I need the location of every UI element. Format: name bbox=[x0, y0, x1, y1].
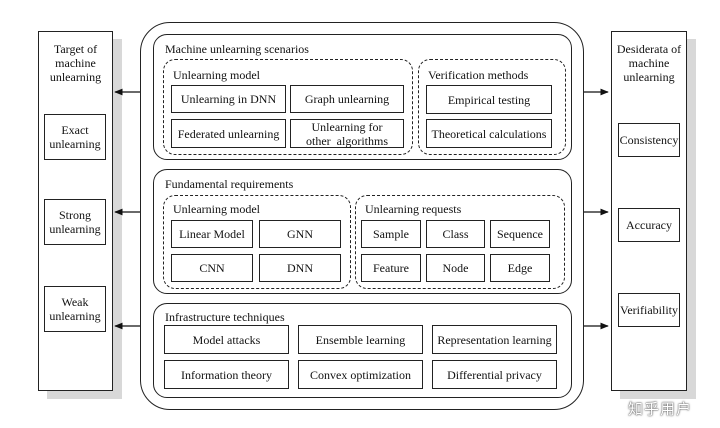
technique-convex-optimization: Convex optimization bbox=[298, 360, 423, 389]
requirements-model-title: Unlearning model bbox=[173, 202, 260, 216]
cell-text: other algorithms bbox=[306, 133, 388, 148]
target-label-line: Exact bbox=[61, 123, 89, 137]
cell-text: GNN bbox=[287, 227, 313, 241]
target-label-line: unlearning bbox=[49, 222, 101, 236]
cell-text: Ensemble learning bbox=[315, 332, 406, 347]
cell-text: Convex optimization bbox=[310, 367, 411, 382]
target-label-line: unlearning bbox=[49, 309, 101, 323]
verification-theoretical: Theoretical calculations bbox=[426, 119, 552, 148]
model-gnn: GNN bbox=[259, 220, 341, 248]
model-dnn: DNN bbox=[259, 254, 341, 282]
verification-title: Verification methods bbox=[428, 68, 529, 82]
cell-text: Empirical testing bbox=[447, 92, 531, 107]
technique-representation-learning: Representation learning bbox=[432, 325, 557, 354]
cell-text: Edge bbox=[507, 261, 533, 275]
desiderata-verifiability: Verifiability bbox=[618, 293, 680, 327]
watermark-text: 知乎用户 bbox=[628, 400, 693, 418]
request-class: Class bbox=[426, 220, 485, 248]
cell-text: DNN bbox=[287, 261, 313, 275]
cell-text: Differential privacy bbox=[447, 367, 542, 382]
requests-title: Unlearning requests bbox=[365, 202, 462, 216]
cell-text: Unlearning in DNN bbox=[180, 92, 277, 106]
cell-text: Linear Model bbox=[179, 227, 245, 241]
request-sequence: Sequence bbox=[490, 220, 550, 248]
model-cnn: CNN bbox=[171, 254, 253, 282]
target-title-line: machine bbox=[55, 56, 96, 70]
desiderata-label: Accuracy bbox=[626, 218, 672, 232]
desiderata-title-line: unlearning bbox=[623, 70, 675, 84]
model-linear: Linear Model bbox=[171, 220, 253, 248]
request-node: Node bbox=[426, 254, 485, 282]
technique-model-attacks: Model attacks bbox=[164, 325, 289, 354]
target-title-line: unlearning bbox=[49, 70, 102, 84]
scenario-graph: Graph unlearning bbox=[290, 85, 404, 113]
desiderata-label: Verifiability bbox=[620, 303, 678, 317]
cell-text: CNN bbox=[199, 261, 225, 275]
desiderata-accuracy: Accuracy bbox=[618, 208, 680, 242]
request-edge: Edge bbox=[490, 254, 550, 282]
scenarios-model-title: Unlearning model bbox=[173, 68, 260, 82]
scenario-dnn: Unlearning in DNN bbox=[171, 85, 286, 113]
target-weak-unlearning: Weak unlearning bbox=[44, 286, 106, 332]
target-label-line: unlearning bbox=[49, 137, 101, 151]
cell-text: Sample bbox=[373, 227, 409, 241]
target-label-line: Strong bbox=[58, 208, 91, 222]
cell-text: Node bbox=[442, 261, 469, 275]
cell-text: Feature bbox=[373, 261, 409, 275]
cell-text: Class bbox=[442, 227, 469, 241]
watermark: 知乎用户 bbox=[628, 398, 692, 419]
desiderata-label: Consistency bbox=[619, 133, 679, 147]
cell-text: Theoretical calculations bbox=[431, 126, 547, 141]
desiderata-title-line: Desiderata of bbox=[616, 42, 682, 56]
request-feature: Feature bbox=[361, 254, 421, 282]
verification-empirical: Empirical testing bbox=[426, 85, 552, 114]
desiderata-panel: Desiderata of machine unlearning Consist… bbox=[611, 31, 687, 391]
desiderata-title-line: machine bbox=[628, 56, 670, 70]
desiderata-panel-title: Desiderata of machine unlearning bbox=[612, 42, 686, 84]
technique-information-theory: Information theory bbox=[164, 360, 289, 389]
target-panel-title: Target of machine unlearning bbox=[39, 42, 112, 84]
scenario-other-algorithms: Unlearning for other algorithms bbox=[290, 119, 404, 148]
scenarios-title: Machine unlearning scenarios bbox=[165, 42, 309, 56]
cell-text: Information theory bbox=[181, 367, 272, 382]
cell-text: Federated unlearning bbox=[177, 126, 280, 141]
target-panel: Target of machine unlearning Exact unlea… bbox=[38, 31, 113, 391]
desiderata-consistency: Consistency bbox=[618, 123, 680, 157]
cell-text: Unlearning for bbox=[311, 119, 383, 134]
infrastructure-title: Infrastructure techniques bbox=[165, 310, 285, 324]
requirements-title: Fundamental requirements bbox=[165, 177, 294, 191]
technique-ensemble-learning: Ensemble learning bbox=[298, 325, 423, 354]
target-label-line: Weak bbox=[61, 295, 89, 309]
cell-text: Representation learning bbox=[437, 332, 552, 347]
scenario-federated: Federated unlearning bbox=[171, 119, 286, 148]
target-title-line: Target of bbox=[53, 42, 98, 56]
cell-text: Sequence bbox=[497, 227, 543, 241]
request-sample: Sample bbox=[361, 220, 421, 248]
technique-differential-privacy: Differential privacy bbox=[432, 360, 557, 389]
cell-text: Model attacks bbox=[192, 332, 261, 347]
target-strong-unlearning: Strong unlearning bbox=[44, 199, 106, 245]
target-exact-unlearning: Exact unlearning bbox=[44, 114, 106, 160]
cell-text: Graph unlearning bbox=[304, 92, 390, 106]
